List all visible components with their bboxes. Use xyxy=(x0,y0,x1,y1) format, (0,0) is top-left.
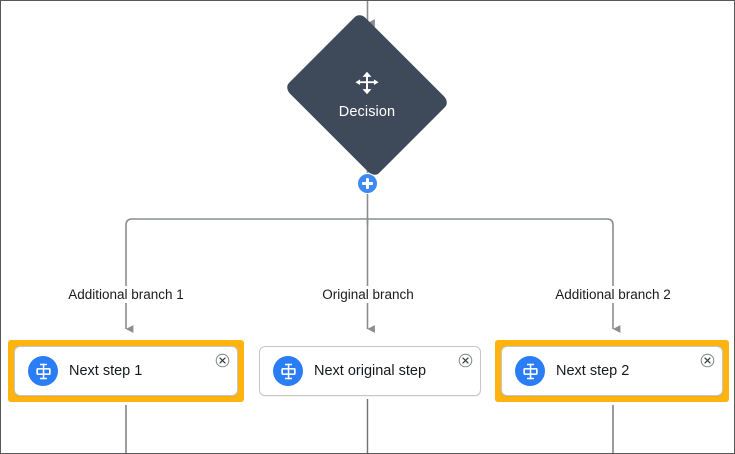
close-circle-icon[interactable] xyxy=(215,353,230,368)
step-node-original-wrap: Next original step xyxy=(259,346,481,396)
decision-node[interactable]: Decision xyxy=(276,12,458,178)
branch-label-additional-2: Additional branch 2 xyxy=(549,286,677,303)
step-node-icon xyxy=(273,356,303,386)
wire-branch-additional-2 xyxy=(367,218,621,333)
step-node-icon xyxy=(515,356,545,386)
plus-icon-vertical xyxy=(366,178,369,189)
step-node-additional-2-selection: Next step 2 xyxy=(495,340,729,402)
step-node-additional-1-selection: Next step 1 xyxy=(8,340,244,402)
decision-node-content: Decision xyxy=(276,19,458,171)
step-node-label: Next step 1 xyxy=(69,363,143,379)
close-circle-icon[interactable] xyxy=(458,353,473,368)
branch-label-additional-1: Additional branch 1 xyxy=(62,286,190,303)
branch-label-original: Original branch xyxy=(316,286,420,303)
step-node-additional-2[interactable]: Next step 2 xyxy=(501,346,723,396)
step-node-icon xyxy=(28,356,58,386)
wire-branch-additional-1 xyxy=(125,218,368,333)
branch-split-icon xyxy=(355,71,379,95)
step-node-label: Next step 2 xyxy=(556,363,630,379)
decision-label: Decision xyxy=(338,104,396,120)
step-node-original[interactable]: Next original step xyxy=(259,346,481,396)
step-node-label: Next original step xyxy=(314,363,427,379)
close-circle-icon[interactable] xyxy=(700,353,715,368)
step-node-additional-1[interactable]: Next step 1 xyxy=(14,346,238,396)
add-branch-button[interactable] xyxy=(357,173,378,194)
